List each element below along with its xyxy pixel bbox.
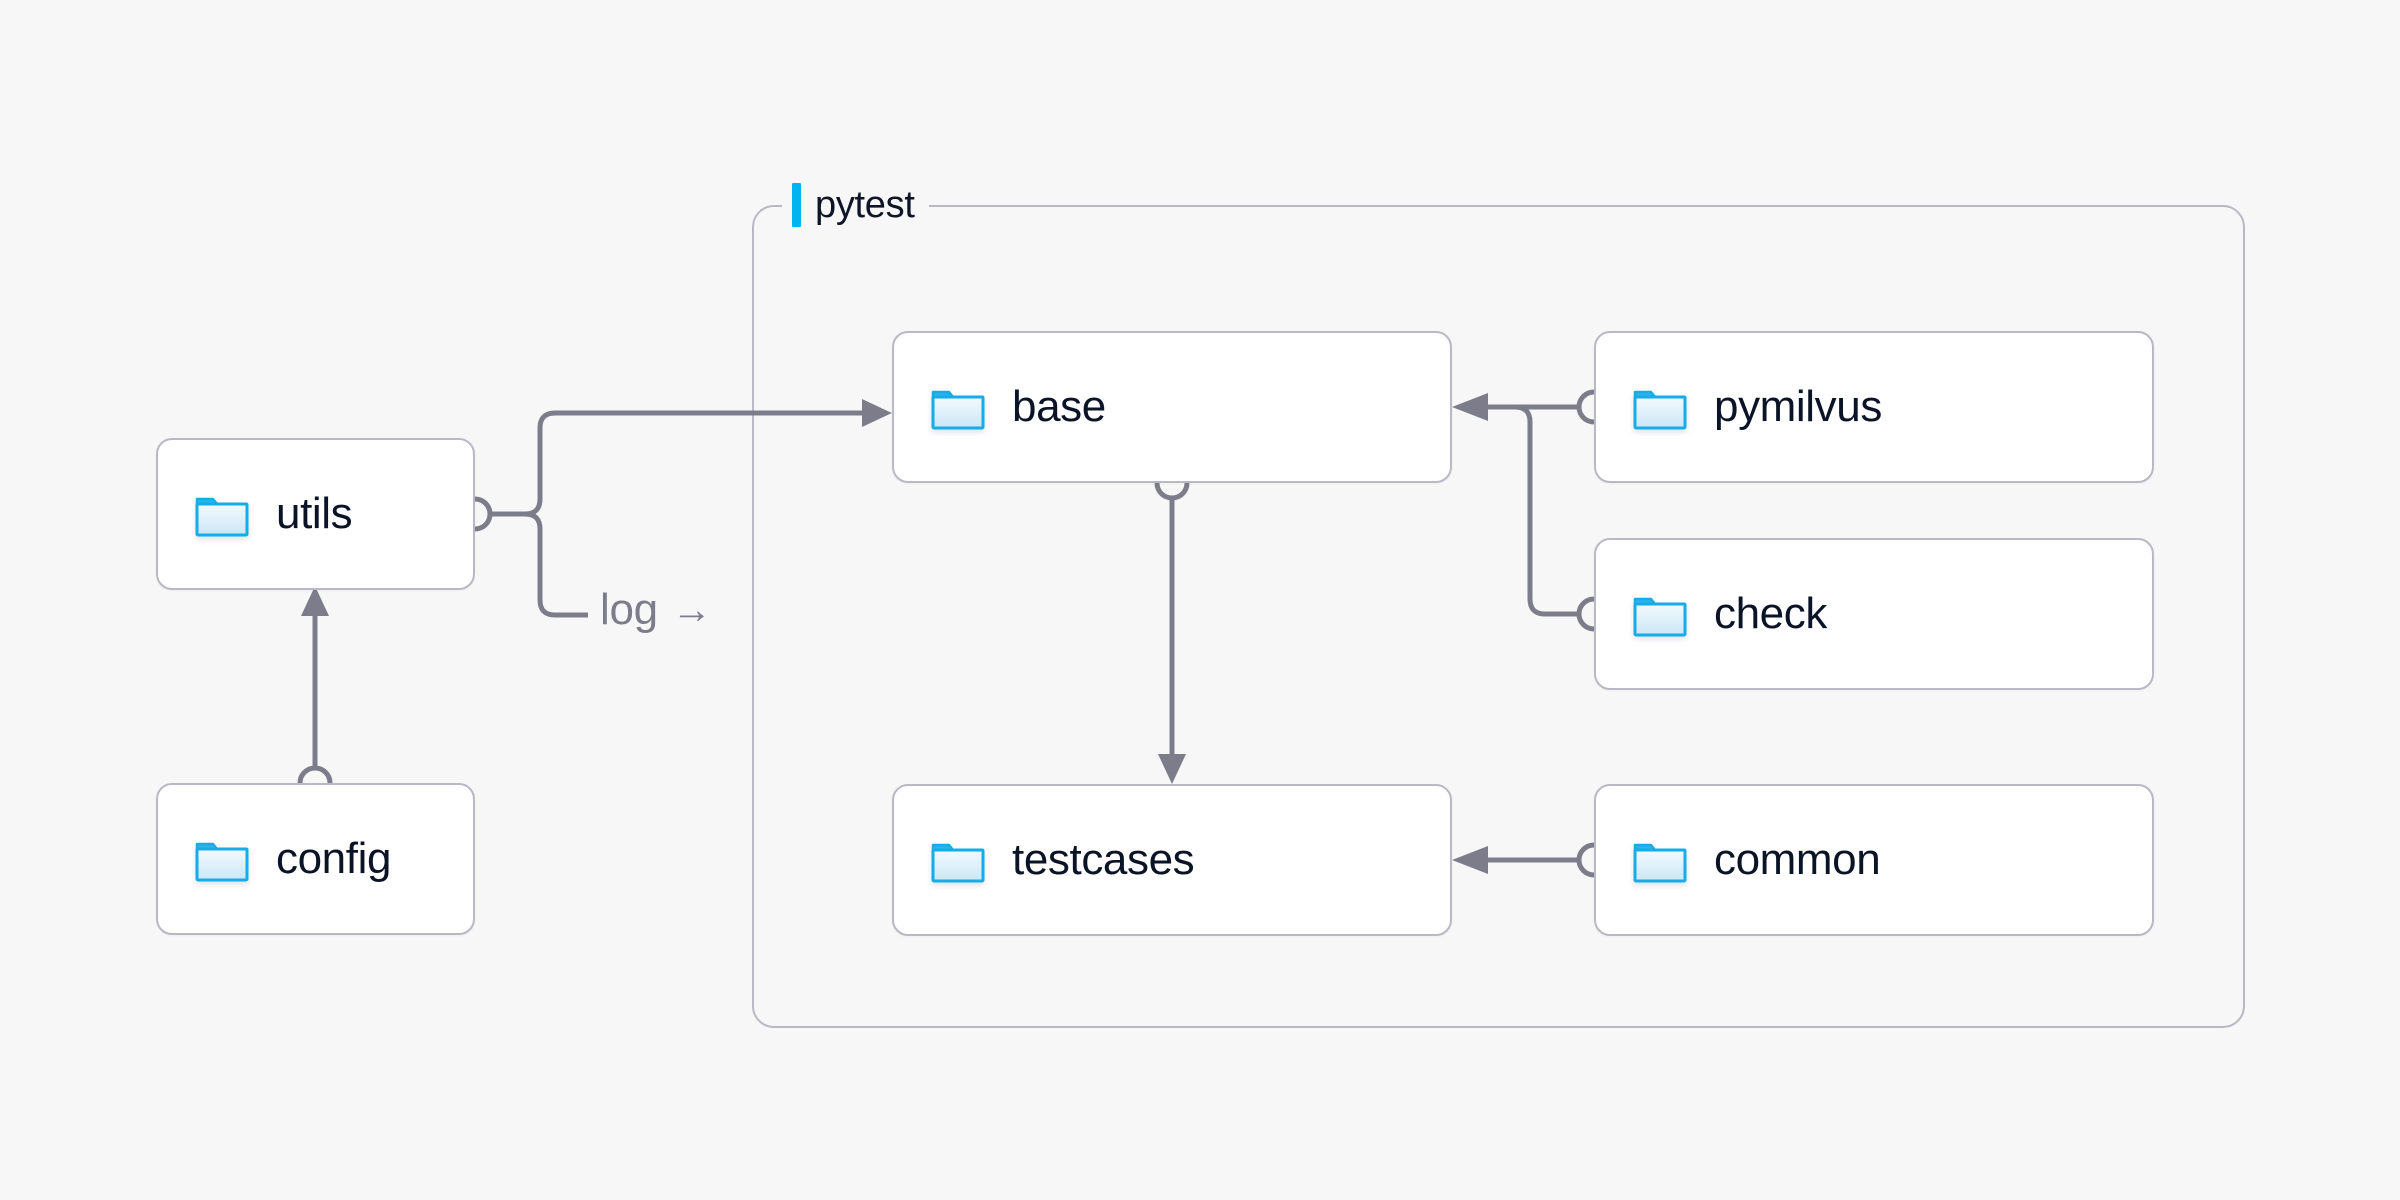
node-label: utils (276, 489, 353, 538)
node-utils[interactable]: utils (156, 438, 475, 590)
node-label: config (276, 834, 392, 883)
folder-icon (1632, 836, 1688, 884)
node-common[interactable]: common (1594, 784, 2154, 936)
accent-bar-icon (792, 183, 801, 227)
edge-utils-to-log[interactable] (490, 511, 588, 618)
folder-icon (1633, 390, 1687, 430)
edge-label-log[interactable]: log → (600, 588, 712, 632)
edge-config-to-utils[interactable] (297, 586, 333, 801)
node-label: pymilvus (1714, 382, 1882, 431)
node-config[interactable]: config (156, 783, 475, 935)
node-base[interactable]: base (892, 331, 1452, 483)
folder-icon (194, 490, 250, 538)
node-label: base (1012, 382, 1106, 431)
arrow-right-icon: → (671, 588, 712, 632)
folder-icon (1632, 590, 1688, 638)
group-title: pytest (815, 184, 915, 226)
folder-icon (195, 842, 249, 882)
folder-icon (1633, 597, 1687, 637)
node-pymilvus[interactable]: pymilvus (1594, 331, 2154, 483)
node-testcases[interactable]: testcases (892, 784, 1452, 936)
folder-icon (930, 383, 986, 431)
folder-icon (1633, 843, 1687, 883)
node-label: common (1714, 835, 1881, 884)
folder-icon (931, 390, 985, 430)
folder-icon (1632, 383, 1688, 431)
node-label: check (1714, 589, 1827, 638)
folder-icon (930, 836, 986, 884)
folder-icon (195, 497, 249, 537)
node-label: testcases (1012, 835, 1195, 884)
node-check[interactable]: check (1594, 538, 2154, 690)
group-container-pytest[interactable] (752, 205, 2245, 1028)
folder-icon (931, 843, 985, 883)
edge-label-text: log (600, 585, 658, 634)
folder-icon (194, 835, 250, 883)
group-label-pytest[interactable]: pytest (782, 178, 929, 232)
